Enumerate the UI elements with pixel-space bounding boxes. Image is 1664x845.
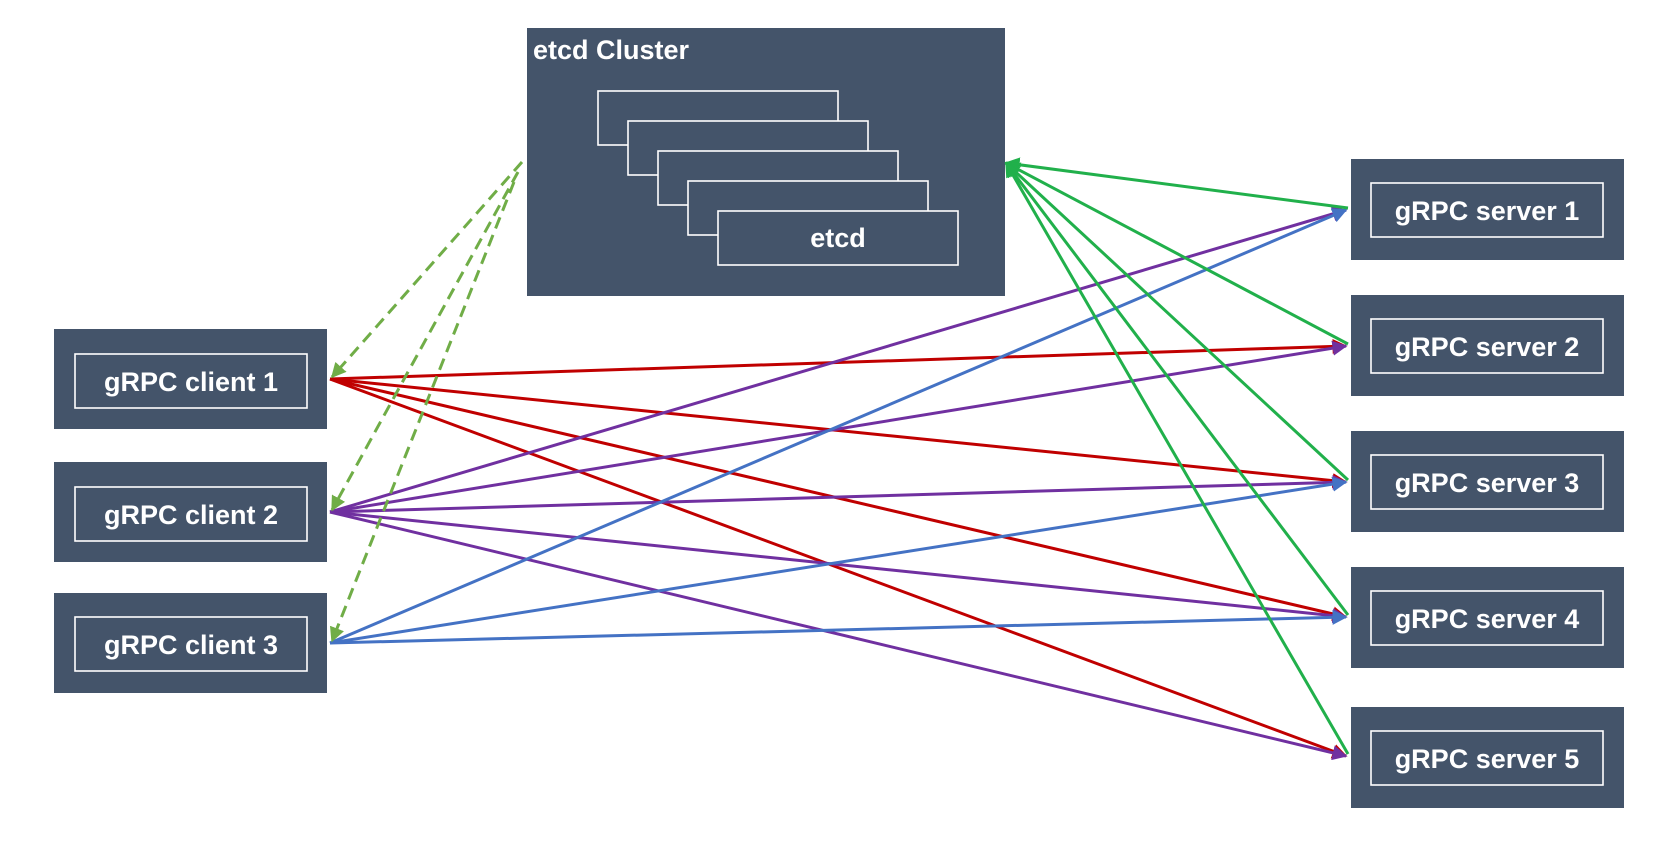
arrow-client1-to-server5 — [329, 377, 1348, 759]
arrow-cluster-to-client3 — [330, 181, 516, 643]
client-1-box: gRPC client 1 — [54, 329, 327, 429]
client-3-frame — [74, 616, 308, 672]
arrow-cluster-to-client1 — [330, 161, 524, 379]
etcd-node-stack: etcd — [597, 90, 959, 266]
arrow-client2-to-server3 — [329, 474, 1348, 514]
arrow-server2-to-cluster — [1004, 161, 1349, 346]
arrow-client2-to-server2 — [329, 340, 1348, 514]
arrow-client3-to-server3 — [329, 476, 1348, 645]
client-2-frame — [74, 486, 308, 542]
arrow-client2-to-server5 — [329, 510, 1348, 761]
arrow-client2-to-server4 — [329, 510, 1348, 624]
client-3-box: gRPC client 3 — [54, 593, 327, 693]
server-5-background — [1351, 707, 1624, 808]
server-4-frame — [1370, 590, 1604, 646]
client-1-background — [54, 329, 327, 429]
server-4-box: gRPC server 4 — [1351, 567, 1624, 668]
server-2-frame — [1370, 318, 1604, 374]
server-5-frame — [1370, 730, 1604, 786]
client-2-box: gRPC client 2 — [54, 462, 327, 562]
client-2-label: gRPC client 2 — [104, 500, 278, 530]
server-2-background — [1351, 295, 1624, 396]
etcd-cluster-title: etcd Cluster — [533, 35, 690, 65]
arrow-server4-to-cluster — [1004, 161, 1350, 616]
etcd-node-card-front — [717, 210, 959, 266]
server-5-box: gRPC server 5 — [1351, 707, 1624, 808]
client-3-label: gRPC client 3 — [104, 630, 278, 660]
arrow-server1-to-cluster — [1004, 157, 1349, 210]
client-3-background — [54, 593, 327, 693]
server-3-frame — [1370, 454, 1604, 510]
server-4-background — [1351, 567, 1624, 668]
server-5-label: gRPC server 5 — [1395, 744, 1580, 774]
arrow-server3-to-cluster — [1004, 161, 1350, 482]
server-2-box: gRPC server 2 — [1351, 295, 1624, 396]
connections — [329, 157, 1350, 761]
arrow-client3-to-server4 — [329, 609, 1348, 645]
server-3-label: gRPC server 3 — [1395, 468, 1580, 498]
server-1-frame — [1370, 182, 1604, 238]
client-2-background — [54, 462, 327, 562]
server-3-box: gRPC server 3 — [1351, 431, 1624, 532]
server-3-background — [1351, 431, 1624, 532]
client-1-label: gRPC client 1 — [104, 367, 278, 397]
server-1-label: gRPC server 1 — [1395, 196, 1580, 226]
server-1-box: gRPC server 1 — [1351, 159, 1624, 260]
etcd-node-label: etcd — [810, 223, 866, 253]
etcd-cluster: etcd Cluster etcd — [527, 28, 1005, 296]
arrow-server5-to-cluster — [1004, 161, 1350, 755]
arrow-client3-to-server1 — [329, 208, 1348, 645]
arrow-client2-to-server1 — [329, 206, 1348, 514]
server-2-label: gRPC server 2 — [1395, 332, 1580, 362]
server-4-label: gRPC server 4 — [1395, 604, 1580, 634]
arrow-cluster-to-client2 — [330, 171, 520, 512]
client-1-frame — [74, 353, 308, 409]
server-1-background — [1351, 159, 1624, 260]
